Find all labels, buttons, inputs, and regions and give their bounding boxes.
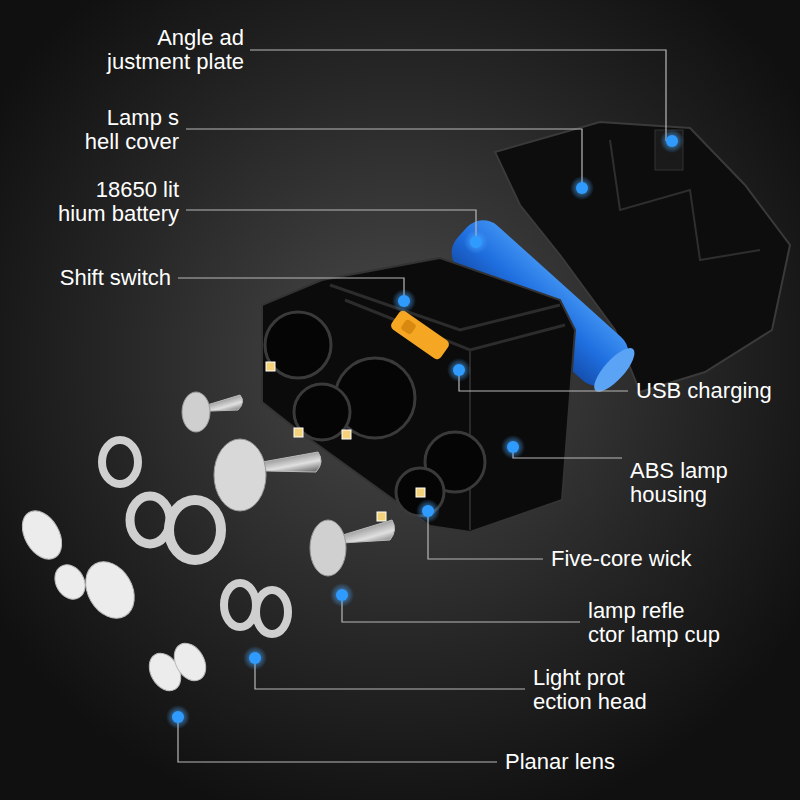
- housing-holes: [265, 312, 485, 516]
- housing-rib: [345, 300, 565, 350]
- dot-glow: [447, 358, 471, 382]
- dot-glow: [570, 176, 594, 200]
- ring: [130, 496, 170, 544]
- lens: [49, 559, 91, 604]
- part-label: Shift switch: [11, 266, 171, 290]
- callout-dot: [576, 182, 588, 194]
- part-label: Five-core wick: [551, 547, 751, 571]
- callout-dot: [453, 364, 465, 376]
- dot-glow: [464, 230, 488, 254]
- leader-lines: [178, 50, 666, 762]
- battery-cap: [588, 342, 640, 397]
- part-label: lamp refle ctor lamp cup: [588, 599, 723, 647]
- reflector-rim: [310, 520, 346, 576]
- lamp-housing: [262, 258, 575, 532]
- callout-dot: [249, 652, 261, 664]
- angle-plate: [655, 130, 683, 170]
- callout-dot: [336, 589, 348, 601]
- reflector-rim: [214, 439, 266, 511]
- leader-line: [250, 50, 666, 141]
- hole: [294, 384, 350, 440]
- part-label: USB charging: [636, 379, 796, 403]
- ring: [224, 583, 256, 627]
- led: [266, 362, 275, 371]
- lens: [14, 504, 69, 566]
- shift-switch: [389, 309, 451, 361]
- leader-line: [255, 658, 525, 689]
- leader-line: [178, 717, 497, 762]
- hole: [265, 312, 331, 378]
- lens: [76, 553, 144, 627]
- ring: [102, 440, 138, 484]
- leader-line: [428, 511, 543, 559]
- callout-dot: [172, 711, 184, 723]
- part-label: ABS lamp housing: [630, 459, 745, 507]
- callout-dot: [666, 135, 678, 147]
- ring: [169, 500, 221, 560]
- dot-glow: [660, 129, 684, 153]
- led: [416, 488, 425, 497]
- leader-line: [513, 447, 622, 458]
- dot-glow: [243, 646, 267, 670]
- leader-line: [459, 370, 628, 391]
- callout-dot: [398, 295, 410, 307]
- part-label: Lamp s hell cover: [75, 106, 179, 154]
- part-label: Angle ad justment plate: [94, 26, 244, 74]
- dot-glow: [501, 435, 525, 459]
- dot-glow: [330, 583, 354, 607]
- shell-ribs: [610, 140, 760, 260]
- callout-dot: [422, 505, 434, 517]
- leader-line: [186, 129, 582, 188]
- planar-lenses: [14, 504, 212, 696]
- part-label: Light prot ection head: [533, 666, 655, 714]
- dot-glow: [416, 499, 440, 523]
- leader-line: [178, 278, 404, 301]
- dot-glow: [166, 705, 190, 729]
- part-label: 18650 lit hium battery: [50, 178, 179, 226]
- ring: [256, 590, 288, 634]
- switch-body: [389, 309, 451, 361]
- led-chips: [266, 362, 425, 521]
- dot-glow: [392, 289, 416, 313]
- led: [377, 512, 386, 521]
- callout-dot: [470, 236, 482, 248]
- switch-button: [400, 319, 417, 336]
- part-label: Planar lens: [505, 750, 705, 774]
- lens: [168, 638, 212, 687]
- leader-line: [186, 210, 476, 242]
- led: [294, 428, 303, 437]
- led: [342, 430, 351, 439]
- leader-line: [342, 595, 580, 622]
- callout-dot: [507, 441, 519, 453]
- reflector-rim: [182, 392, 210, 432]
